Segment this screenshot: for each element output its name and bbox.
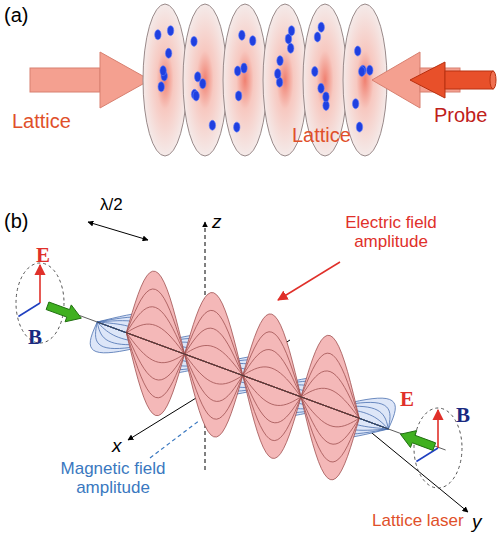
vector-label: B <box>28 326 42 349</box>
field-lobe <box>185 346 243 376</box>
text-label: Probe <box>434 104 487 126</box>
atom <box>239 30 245 40</box>
field-lobe <box>126 307 184 354</box>
atom <box>312 67 318 77</box>
field-lobe <box>243 350 301 397</box>
field-lobe <box>185 354 243 437</box>
vector-label: E <box>400 388 414 411</box>
field-lobe <box>185 354 243 401</box>
atom <box>200 79 206 89</box>
field-lobe <box>243 375 301 422</box>
text-label: y <box>472 512 482 533</box>
atom <box>191 36 197 46</box>
atom <box>234 66 240 76</box>
lattice-discs <box>143 4 387 156</box>
field-lobe <box>301 397 359 480</box>
lattice-beam-left <box>30 52 150 108</box>
field-lobe <box>126 333 184 363</box>
atom <box>318 83 324 93</box>
atom <box>241 63 247 73</box>
field-lobe <box>243 375 301 405</box>
e-vector <box>437 410 439 448</box>
atom <box>359 67 365 77</box>
field-lobe <box>301 397 359 444</box>
atom <box>250 36 256 46</box>
polarization-circle <box>414 408 462 488</box>
atom <box>288 26 294 36</box>
lattice-disc <box>223 4 267 156</box>
atom <box>167 26 173 36</box>
field-lobe <box>185 328 243 375</box>
text-label: (b) <box>4 210 28 232</box>
field-lobe <box>126 333 184 416</box>
polarization-markers <box>16 263 462 488</box>
atom <box>160 66 166 76</box>
text-label: λ/2 <box>100 196 123 215</box>
field-lobe <box>126 324 184 354</box>
atom <box>277 56 283 66</box>
propagation-arrow <box>400 431 435 451</box>
atom <box>275 69 281 79</box>
atom <box>165 48 171 58</box>
propagation-arrow <box>46 302 81 322</box>
atom <box>209 120 215 130</box>
leader-line <box>150 420 200 458</box>
beam-axis <box>79 315 445 450</box>
text-label: Lattice <box>292 124 351 146</box>
lattice-disc <box>143 4 187 156</box>
atom <box>352 99 358 109</box>
e-vector <box>39 265 41 303</box>
atom <box>158 82 164 92</box>
field-lobe <box>301 371 359 418</box>
atom <box>193 91 199 101</box>
field-lobe <box>301 397 359 427</box>
field-lobe <box>243 375 301 458</box>
atom <box>367 65 373 75</box>
callout-label: Electric field amplitude <box>328 214 454 251</box>
standing-wave <box>79 271 445 480</box>
b-vector <box>18 303 40 317</box>
atom <box>195 72 201 82</box>
vector-label: B <box>456 404 470 427</box>
b-vector <box>416 448 438 462</box>
field-lobe <box>243 367 301 397</box>
probe-beam <box>410 62 496 98</box>
atom <box>356 122 362 132</box>
field-lobe <box>301 388 359 418</box>
text-label: Lattice laser <box>372 512 464 531</box>
atom <box>234 122 240 132</box>
atom <box>287 43 293 53</box>
atom <box>314 32 320 42</box>
text-label: (a) <box>4 4 28 26</box>
field-lobe <box>185 354 243 384</box>
text-label: z <box>212 212 222 233</box>
atom <box>323 92 329 102</box>
callout-label: Magnetic field amplitude <box>48 460 178 497</box>
leader-line <box>278 262 340 300</box>
atom <box>235 91 241 101</box>
atom <box>155 30 161 40</box>
atom <box>355 46 361 56</box>
text-label: Lattice <box>12 110 71 132</box>
lattice-disc <box>183 4 227 156</box>
atom <box>318 22 324 32</box>
field-lobe <box>126 333 184 380</box>
vector-label: E <box>36 244 50 267</box>
text-label: x <box>112 436 122 457</box>
